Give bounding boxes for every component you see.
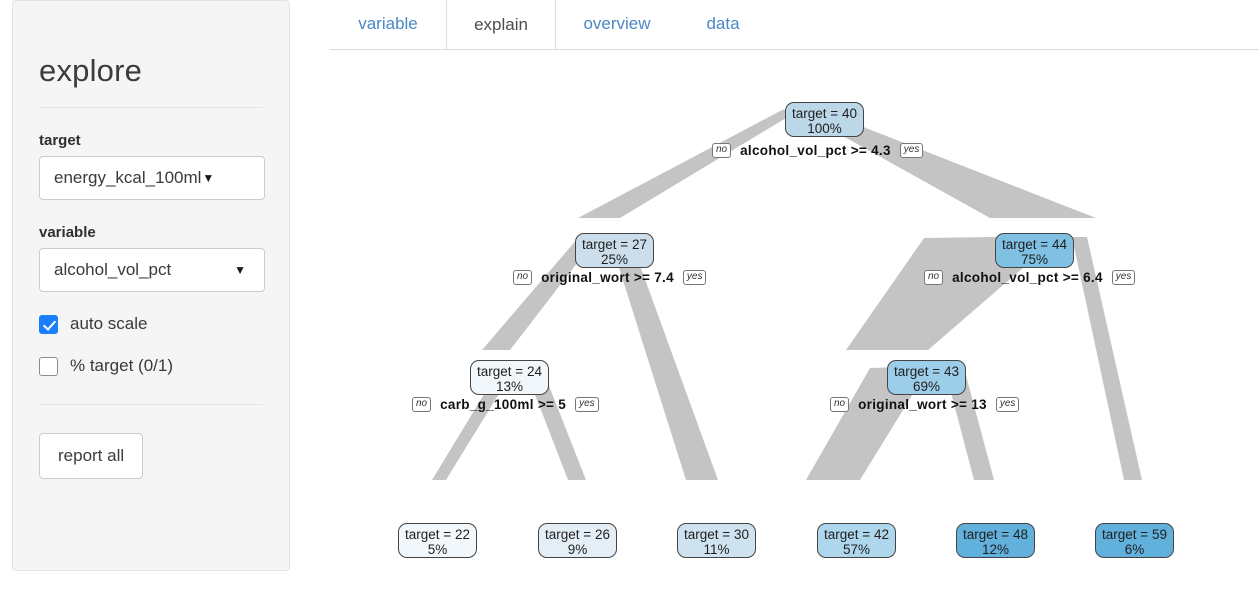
split-yes-badge: yes <box>995 397 1020 412</box>
target-select[interactable]: energy_kcal_100ml ▼ <box>39 156 265 200</box>
tree-node-pct: 5% <box>427 542 448 557</box>
tree-node-target: target = 24 <box>477 364 542 379</box>
split-no-badge: no <box>513 270 533 285</box>
pct-target-label: % target (0/1) <box>70 356 173 375</box>
tree-node-pct: 75% <box>1020 252 1049 267</box>
tree-node-target: target = 44 <box>1002 237 1067 252</box>
tree-split-left: no original_wort >= 7.4 yes <box>513 270 707 285</box>
tab-overview[interactable]: overview <box>583 14 651 33</box>
split-condition: alcohol_vol_pct >= 6.4 <box>952 270 1103 285</box>
tree-leaf-2[interactable]: target = 26 9% <box>538 523 617 558</box>
pct-target-row[interactable]: % target (0/1) <box>39 356 263 376</box>
split-condition: original_wort >= 7.4 <box>541 270 674 285</box>
tree-node-root[interactable]: target = 40 100% <box>785 102 864 137</box>
report-all-button[interactable]: report all <box>39 433 144 479</box>
split-yes-badge: yes <box>1111 270 1136 285</box>
tree-node-pct: 6% <box>1124 542 1145 557</box>
tree-split-right-left: no original_wort >= 13 yes <box>830 397 1020 412</box>
variable-select-value: alcohol_vol_pct <box>54 260 172 279</box>
tree-node-target: target = 42 <box>824 527 889 542</box>
target-label: target <box>39 132 81 149</box>
auto-scale-checkbox[interactable] <box>39 314 58 334</box>
tree-leaf-1[interactable]: target = 22 5% <box>398 523 477 558</box>
chevron-down-icon: ▼ <box>234 263 246 277</box>
tree-split-root: no alcohol_vol_pct >= 4.3 yes <box>712 143 924 158</box>
tab-underline <box>330 49 1259 50</box>
tree-node-target: target = 43 <box>894 364 959 379</box>
pct-target-checkbox[interactable] <box>39 356 58 376</box>
variable-select[interactable]: alcohol_vol_pct ▼ <box>39 248 265 292</box>
tree-node-left-left[interactable]: target = 24 13% <box>470 360 549 395</box>
sidebar-divider-bottom <box>39 404 263 405</box>
auto-scale-row[interactable]: auto scale <box>39 314 263 334</box>
edge-root-right <box>789 106 1096 218</box>
tree-leaf-4[interactable]: target = 42 57% <box>817 523 896 558</box>
page-title: explore <box>39 53 143 88</box>
tab-bar: variable explain overview data <box>330 0 1259 50</box>
tree-node-pct: 9% <box>567 542 588 557</box>
tree-node-pct: 11% <box>703 542 730 557</box>
decision-tree-diagram: target = 40 100% no alcohol_vol_pct >= 4… <box>330 50 1259 592</box>
tree-leaf-5[interactable]: target = 48 12% <box>956 523 1035 558</box>
split-yes-badge: yes <box>575 397 599 412</box>
edge-nl-right <box>609 236 718 480</box>
edge-nl-left <box>482 236 598 350</box>
split-condition: original_wort >= 13 <box>858 397 987 412</box>
tree-node-pct: 100% <box>807 121 842 136</box>
sidebar-divider-top <box>39 107 263 108</box>
tree-edges <box>432 106 1142 480</box>
tree-node-pct: 25% <box>600 252 629 267</box>
split-no-badge: no <box>412 397 432 412</box>
tree-node-pct: 69% <box>912 379 941 394</box>
tab-explain[interactable]: explain <box>446 0 556 49</box>
tree-node-right[interactable]: target = 44 75% <box>995 233 1074 268</box>
tree-node-right-left[interactable]: target = 43 69% <box>887 360 966 395</box>
target-select-value: energy_kcal_100ml <box>54 168 202 187</box>
tree-split-left-left: no carb_g_100ml >= 5 yes <box>412 397 599 412</box>
tab-variable[interactable]: variable <box>358 14 418 33</box>
tree-node-target: target = 26 <box>545 527 610 542</box>
tree-node-target: target = 48 <box>963 527 1028 542</box>
chevron-down-icon: ▼ <box>202 171 215 185</box>
tree-node-target: target = 22 <box>405 527 470 542</box>
tree-node-pct: 13% <box>495 379 524 394</box>
explore-sidebar: explore target energy_kcal_100ml ▼ varia… <box>12 0 290 571</box>
split-no-badge: no <box>830 397 850 412</box>
edge-root-left <box>578 106 806 218</box>
split-yes-badge: yes <box>899 143 924 158</box>
split-condition: alcohol_vol_pct >= 4.3 <box>740 143 891 158</box>
tree-node-target: target = 59 <box>1102 527 1167 542</box>
tree-node-pct: 12% <box>981 542 1010 557</box>
tree-node-pct: 57% <box>842 542 871 557</box>
tree-node-left[interactable]: target = 27 25% <box>575 233 654 268</box>
edge-nr-right <box>1072 237 1142 480</box>
auto-scale-label: auto scale <box>70 314 148 333</box>
tree-leaf-3[interactable]: target = 30 11% <box>677 523 756 558</box>
split-condition: carb_g_100ml >= 5 <box>440 397 567 412</box>
tab-data[interactable]: data <box>706 14 740 33</box>
variable-label: variable <box>39 224 96 241</box>
split-no-badge: no <box>712 143 732 158</box>
tree-leaf-6[interactable]: target = 59 6% <box>1095 523 1174 558</box>
split-yes-badge: yes <box>682 270 707 285</box>
tree-node-target: target = 40 <box>792 106 857 121</box>
tree-node-target: target = 30 <box>684 527 749 542</box>
split-no-badge: no <box>924 270 944 285</box>
tree-split-right: no alcohol_vol_pct >= 6.4 yes <box>924 270 1136 285</box>
tree-node-target: target = 27 <box>582 237 647 252</box>
